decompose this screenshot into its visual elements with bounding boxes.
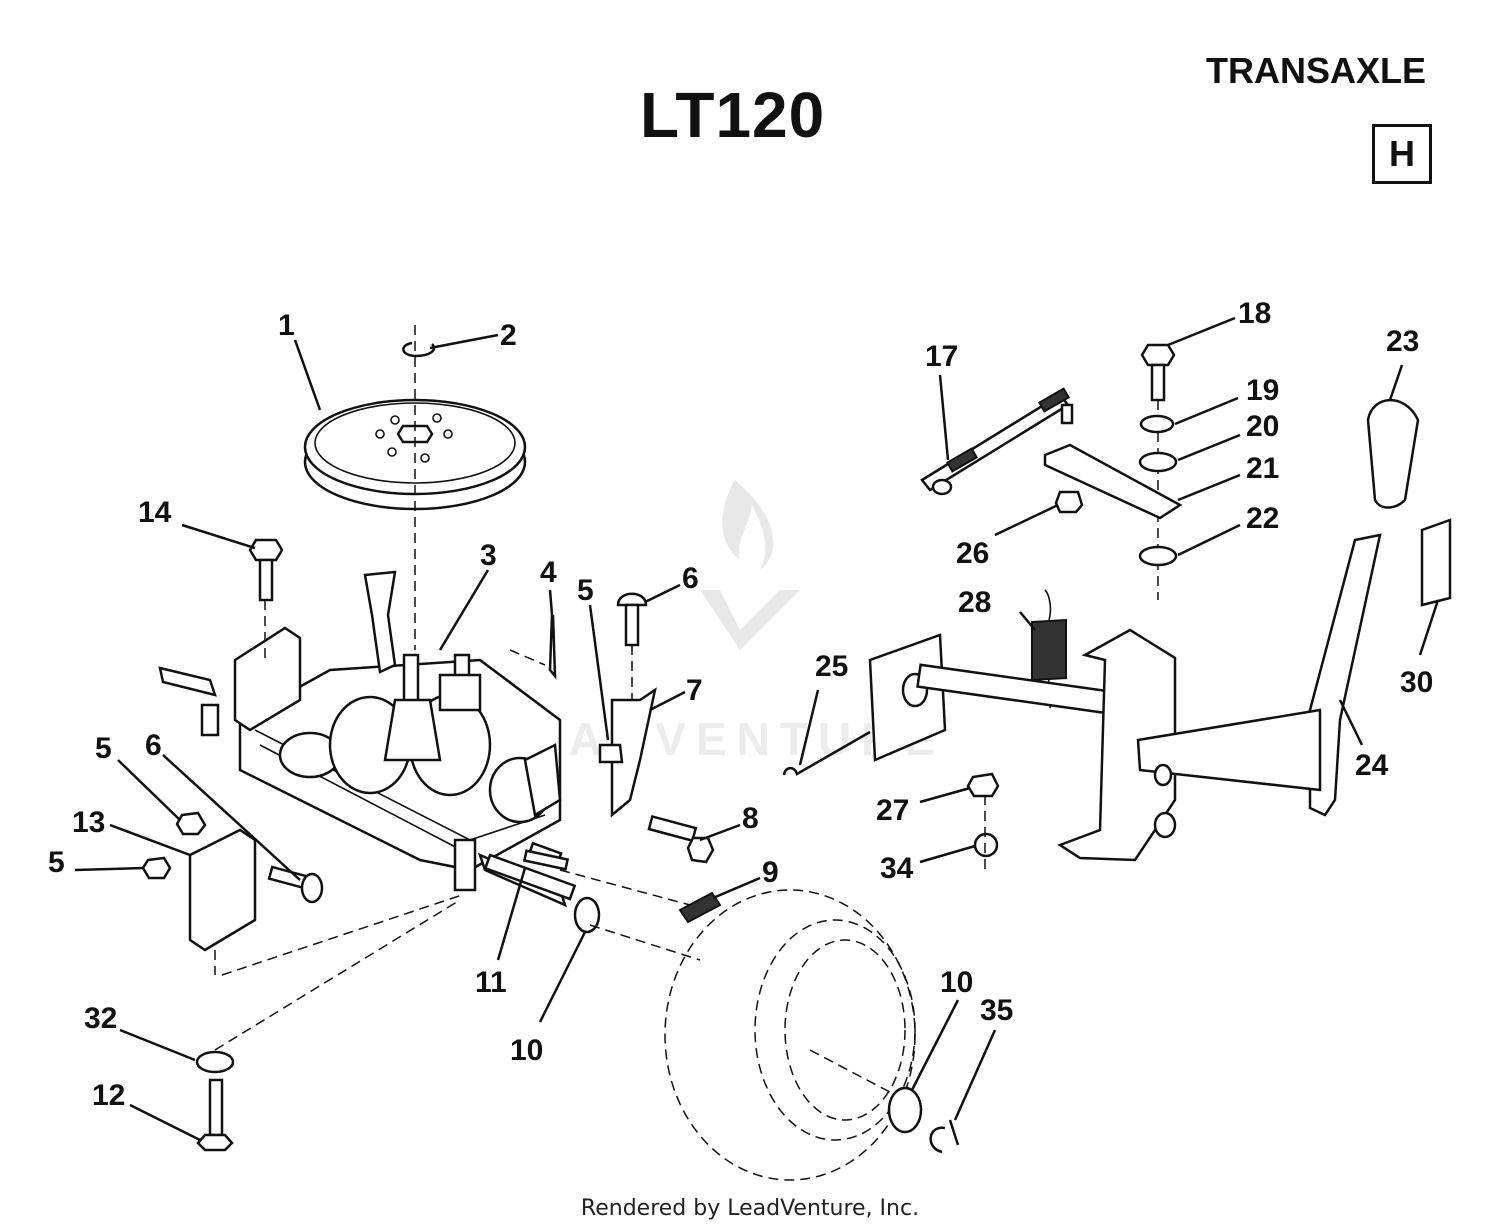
callout-1: 1 [278,309,295,342]
cotter-pin-part [548,614,557,680]
callout-labels: 1 2 3 4 5 6 7 8 9 11 10 10 35 32 12 13 5… [48,297,1433,1112]
callout-10-left: 10 [510,1034,543,1067]
callout-20: 20 [1246,410,1279,443]
washer-19-part [1139,414,1175,434]
shift-bracket-assembly-part [868,628,1322,862]
bolt-18-part [1140,343,1176,402]
callout-5-bracket: 5 [577,574,594,607]
leader-lines [74,316,1440,1142]
key-part [522,849,570,871]
callout-34: 34 [880,852,914,885]
callout-11: 11 [475,966,507,999]
mounting-bracket-upper-part [233,626,302,732]
lock-washer-part [973,832,999,858]
section-title: TRANSAXLE [1206,50,1427,91]
washer-10-part [573,896,601,934]
axle-shaft-part [483,853,577,901]
callout-5-left-lower: 5 [48,846,65,879]
nut-27-part [966,772,1000,798]
carriage-bolt-left-part [267,865,324,904]
callout-24: 24 [1355,749,1389,782]
shift-rod-part [920,387,1074,496]
callout-35: 35 [980,994,1013,1027]
wheel-outline-part [664,889,916,1181]
callout-2: 2 [500,319,517,352]
footer-credit: Rendered by LeadVenture, Inc. [580,1196,920,1221]
callout-32: 32 [84,1002,117,1035]
watermark-logo: LEADVENTURE [490,480,945,765]
section-code-box: H [1372,124,1432,184]
shift-knob-part [1366,398,1420,509]
bolt-14-part [248,538,284,602]
section-code: H [1389,133,1415,174]
link-plate-part [1043,443,1183,520]
callout-13: 13 [72,806,105,839]
callout-7: 7 [686,674,703,707]
washer-20-part [1138,451,1178,473]
mounting-bracket-lower-part [188,828,257,952]
decal-plate-part [1420,518,1452,607]
watermark-text: LEADVENTURE [490,713,945,765]
callout-27: 27 [876,794,909,827]
washer-10-right-part [887,1086,923,1134]
bracket-7-part [610,687,657,818]
callout-10-right: 10 [940,966,973,999]
callout-28: 28 [958,586,991,619]
callout-17: 17 [925,340,958,373]
retaining-clip-part [402,341,436,358]
nut-left-upper-part [175,811,207,836]
callout-23: 23 [1386,325,1419,358]
callout-26: 26 [956,537,989,570]
carriage-bolt-part [616,592,648,647]
callout-18: 18 [1238,297,1271,330]
spring-9-part [678,891,722,924]
callout-25: 25 [815,650,848,683]
transaxle-housing-part [158,570,568,908]
model-title: LT120 [640,79,826,151]
callout-8: 8 [742,802,759,835]
callout-6-top: 6 [682,562,699,595]
callout-19: 19 [1246,374,1279,407]
callout-12: 12 [92,1079,125,1112]
parts-diagram: LEADVENTURE [48,297,1452,1181]
callout-9: 9 [762,856,779,889]
e-clip-part [929,1119,960,1154]
washer-22-part [1138,545,1178,567]
callout-6-left: 6 [145,729,162,762]
callout-30: 30 [1400,666,1433,699]
callout-22: 22 [1246,502,1279,535]
hitch-pin-part [782,730,871,776]
callout-21: 21 [1246,452,1279,485]
nut-5-part [598,743,624,764]
washer-32-part [195,1050,235,1074]
callout-4: 4 [540,556,557,589]
callout-5-left-upper: 5 [95,732,112,765]
bolt-12-part [196,1078,234,1152]
nut-left-lower-part [141,856,172,880]
callout-14: 14 [138,496,172,529]
nut-26-part [1054,490,1084,514]
callout-3: 3 [480,539,497,572]
